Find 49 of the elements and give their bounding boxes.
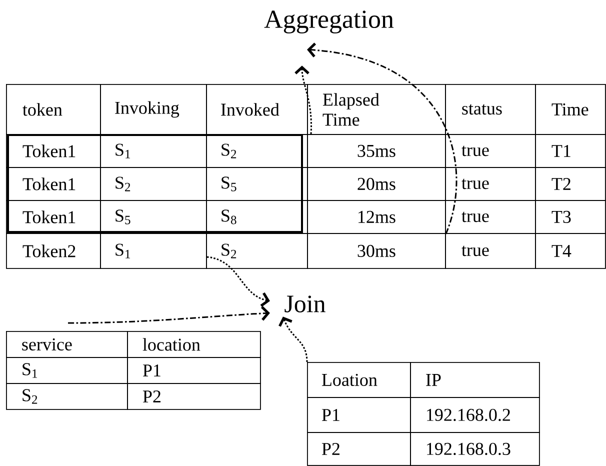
table-cell: S$_{2}$ — [6, 383, 128, 410]
table-cell: location — [127, 331, 261, 358]
table-cell: T3 — [535, 200, 606, 234]
table-cell: Token1 — [6, 200, 101, 234]
table-cell: status — [445, 84, 536, 135]
table-cell: P1 — [307, 397, 411, 433]
table-cell: true — [445, 233, 536, 269]
table-cell: 192.168.0.2 — [410, 397, 540, 433]
operation-label: Join — [284, 296, 326, 312]
table-cell: true — [445, 200, 536, 234]
table-cell: S$_{8}$ — [206, 200, 308, 234]
table-cell: true — [445, 134, 536, 168]
table-cell: Token1 — [6, 134, 101, 168]
operation-label: Aggregation — [264, 10, 394, 34]
table-cell: Time — [535, 84, 606, 135]
table-cell: S$_{1}$ — [100, 134, 207, 168]
table-cell: token — [6, 84, 101, 135]
table-cell: service — [6, 331, 128, 358]
arrow — [206, 256, 270, 307]
table-cell: 30ms — [307, 233, 446, 269]
table-cell: IP — [410, 362, 540, 398]
table-cell: S$_{1}$ — [6, 357, 128, 384]
table-cell: P1 — [127, 357, 261, 384]
table-cell: true — [445, 167, 536, 201]
arrow — [307, 42, 458, 234]
table-cell: Token1 — [6, 167, 101, 201]
table-cell: 20ms — [307, 167, 446, 201]
table-cell: 12ms — [307, 200, 446, 234]
table-cell: 192.168.0.3 — [410, 432, 540, 466]
table-cell: Elapsed Time — [307, 84, 446, 135]
table-cell: S$_{5}$ — [206, 167, 308, 201]
table-cell: T2 — [535, 167, 606, 201]
table-cell: S$_{2}$ — [206, 134, 308, 168]
table-cell: T1 — [535, 134, 606, 168]
table-cell: P2 — [307, 432, 411, 466]
table-cell: Token2 — [6, 233, 101, 269]
arrow — [294, 66, 312, 134]
table-cell: S$_{5}$ — [100, 200, 207, 234]
arrow — [278, 316, 308, 362]
table-cell: Loation — [307, 362, 411, 398]
table-cell: S$_{2}$ — [100, 167, 207, 201]
table-cell: S$_{1}$ — [100, 233, 207, 269]
table-cell: T4 — [535, 233, 606, 269]
table-cell: P2 — [127, 383, 261, 410]
table-cell: Invoking — [100, 84, 207, 135]
table-cell: Invoked — [206, 84, 308, 135]
table-cell: 35ms — [307, 134, 446, 168]
arrow — [68, 306, 270, 324]
table-cell: S$_{2}$ — [206, 233, 308, 269]
